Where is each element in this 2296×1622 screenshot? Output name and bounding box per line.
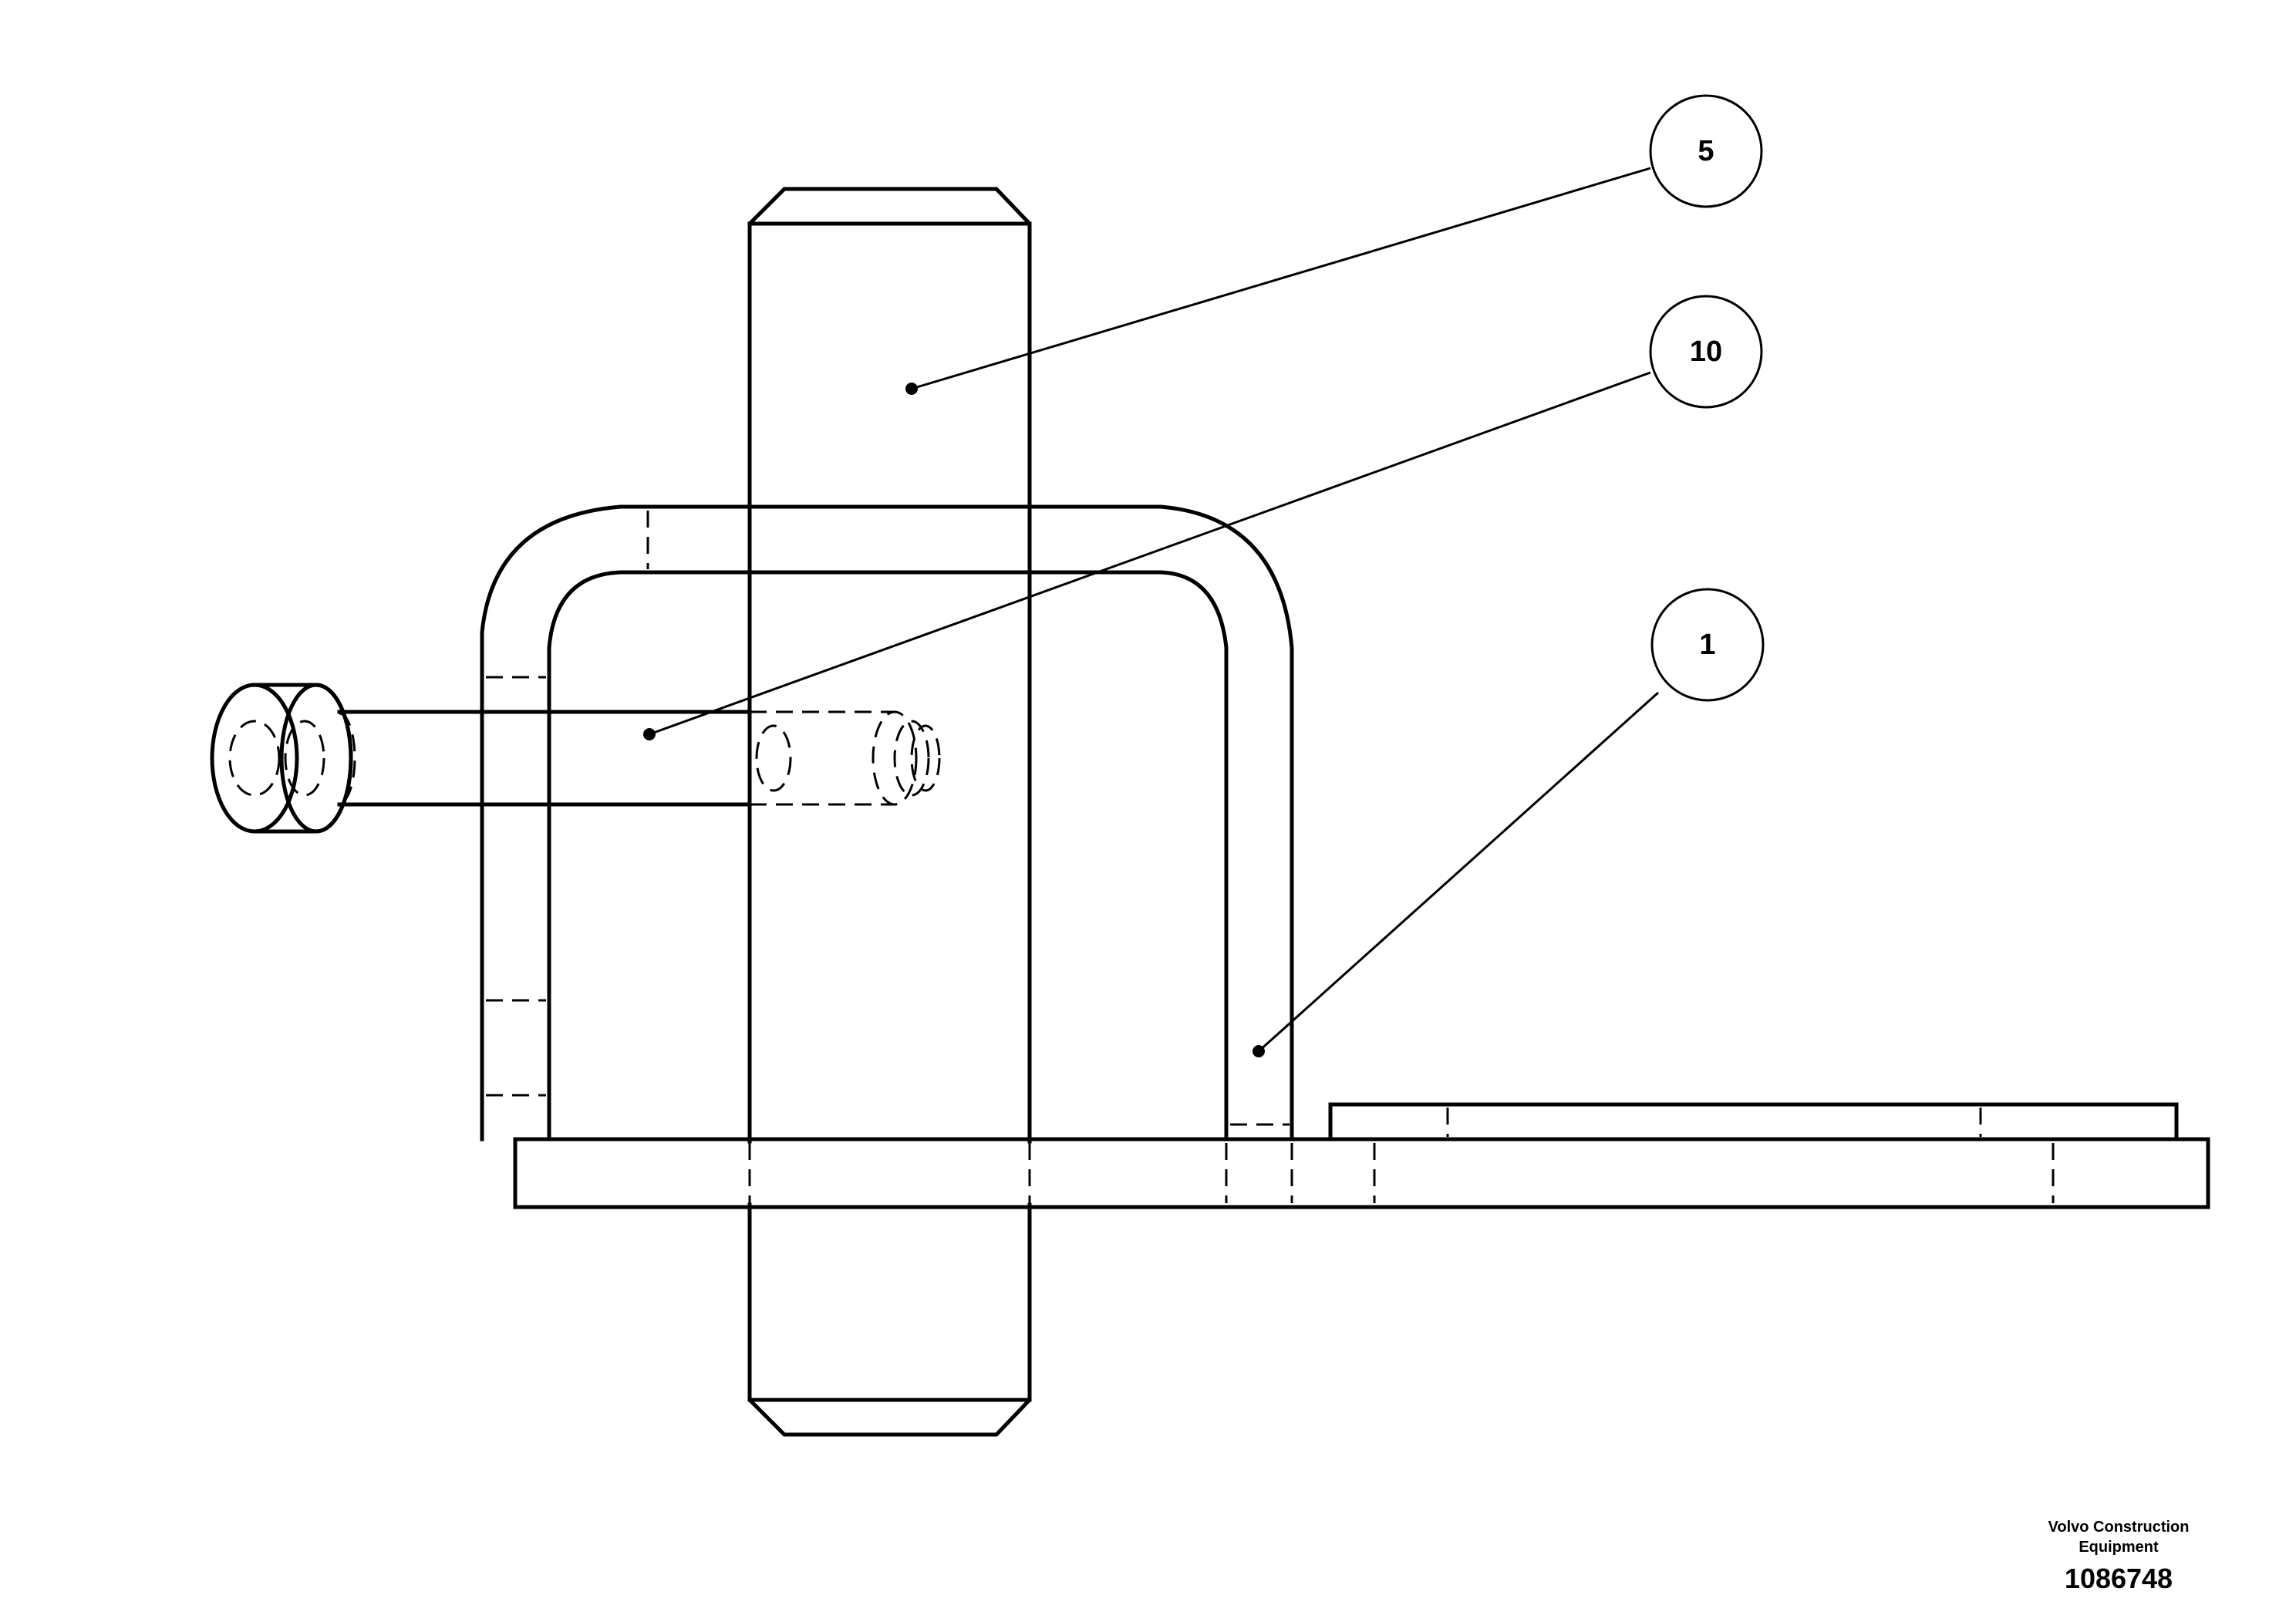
balloon-5: 5 <box>1649 94 1763 208</box>
figure-caption: Volvo Construction Equipment 1086748 <box>1995 1517 2242 1597</box>
leader-10-dot <box>643 728 656 740</box>
leader-5 <box>911 167 1651 390</box>
bracket-part <box>480 504 2210 1209</box>
balloon-10-label: 10 <box>1690 336 1722 368</box>
company-name-line2: Equipment <box>2079 1539 2159 1556</box>
leader-5-dot <box>905 383 918 395</box>
balloon-10: 10 <box>1649 295 1763 409</box>
leader-1-dot <box>1253 1045 1265 1057</box>
screw-part <box>210 683 941 834</box>
leader-1 <box>1257 691 1660 1053</box>
company-name-line1: Volvo Construction <box>2048 1519 2190 1536</box>
balloon-1: 1 <box>1650 588 1765 702</box>
figure-number: 1086748 <box>2064 1563 2173 1594</box>
balloon-5-label: 5 <box>1698 135 1714 167</box>
leader-10 <box>649 371 1651 736</box>
balloon-1-label: 1 <box>1699 629 1715 661</box>
pin-part <box>747 187 1032 1437</box>
